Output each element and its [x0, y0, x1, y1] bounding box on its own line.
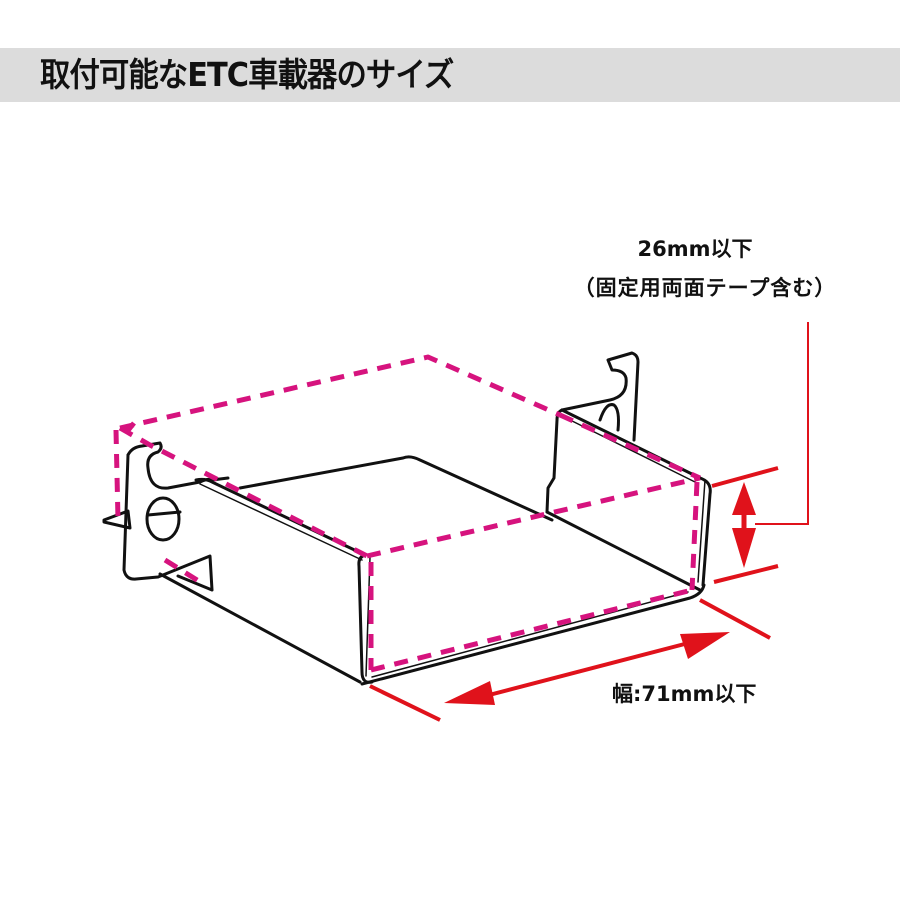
device-outline	[113, 354, 702, 673]
height-limit-label: 26mm以下	[637, 237, 753, 261]
page-title: 取付可能なETC車載器のサイズ	[40, 55, 454, 94]
arrow-down-icon	[732, 528, 756, 568]
bracket-illustration	[102, 351, 712, 686]
height-dimension	[711, 322, 809, 584]
width-dimension	[369, 598, 771, 722]
arrow-right-icon	[680, 632, 730, 659]
header-bar: 取付可能なETC車載器のサイズ	[0, 48, 900, 102]
leader-line	[755, 322, 809, 525]
arrow-left-icon	[444, 681, 495, 705]
height-limit-note: （固定用両面テープ含む）	[573, 276, 837, 300]
arrow-up-icon	[732, 482, 756, 515]
width-limit-label: 幅:71mm以下	[612, 682, 757, 706]
